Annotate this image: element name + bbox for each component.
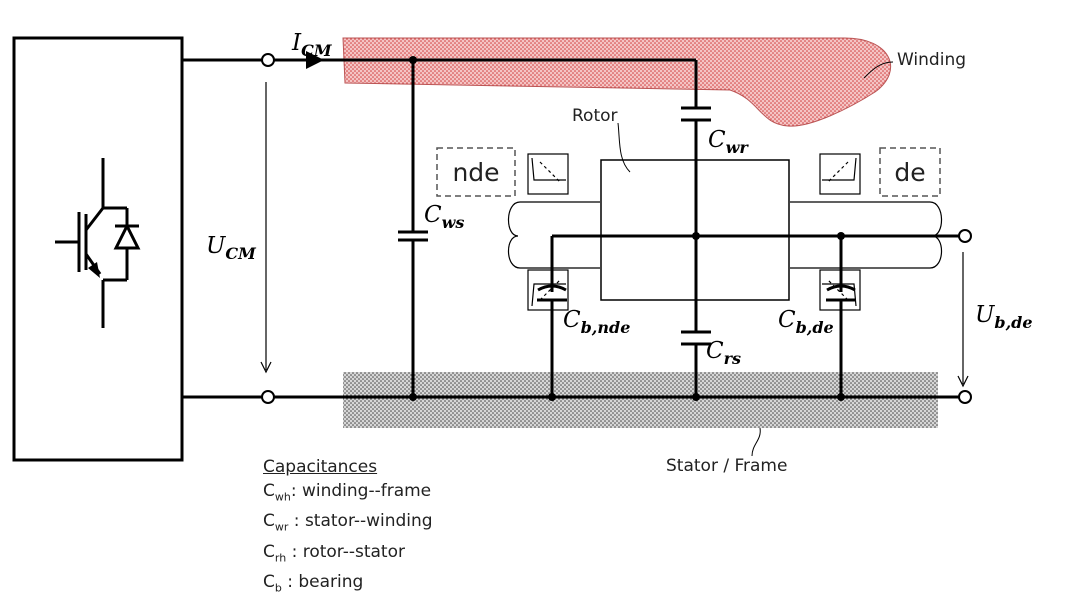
de-label: de [894,158,925,187]
c-b-nde-label: Cb,nde [563,307,630,337]
i-cm-label: ICM [291,30,333,60]
legend-title: Capacitances [263,457,378,477]
u-cm-label: UCM [206,233,257,263]
inverter-block [12,36,184,462]
bearing-de-top [819,153,861,195]
current-arrow-icon [306,51,324,69]
bearing-nde-bottom [527,269,569,311]
capacitance-legend: Capacitances Cwh: winding--frame Cwr : s… [263,455,433,601]
legend-item: Cwr : stator--winding [263,511,433,534]
nde-box [436,147,516,197]
terminals [261,53,972,404]
legend-item: Cb : bearing [263,572,364,595]
nde-label: nde [452,158,499,187]
c-b-nde-curved-plate [537,284,567,292]
voltage-arrow-u-cm [260,82,272,374]
u-b-de-label: Ub,de [975,302,1033,332]
rotor-pointer [617,122,631,173]
c-b-de-label: Cb,de [778,307,834,337]
stator-frame-region [343,372,938,428]
c-rs-label: Crs [706,338,741,368]
stator-frame-label: Stator / Frame [666,456,787,476]
de-box [879,147,941,197]
c-wr-label: Cwr [708,127,749,157]
rotor-label: Rotor [572,106,618,126]
legend-item: Cwh: winding--frame [263,481,432,504]
winding-label: Winding [897,50,966,70]
bearing-nde-top [527,153,569,195]
legend-item: Crh : rotor--stator [263,541,405,565]
winding-pointer [863,61,894,79]
shaft [507,201,943,269]
c-ws-label: Cws [424,202,464,232]
voltage-arrow-u-b-de [957,252,969,388]
capacitor-plates [398,106,856,346]
junction-dots [409,56,845,401]
c-b-de-curved-plate [826,284,856,292]
igbt-diode-icon [55,158,141,328]
frame-pointer [751,427,761,457]
